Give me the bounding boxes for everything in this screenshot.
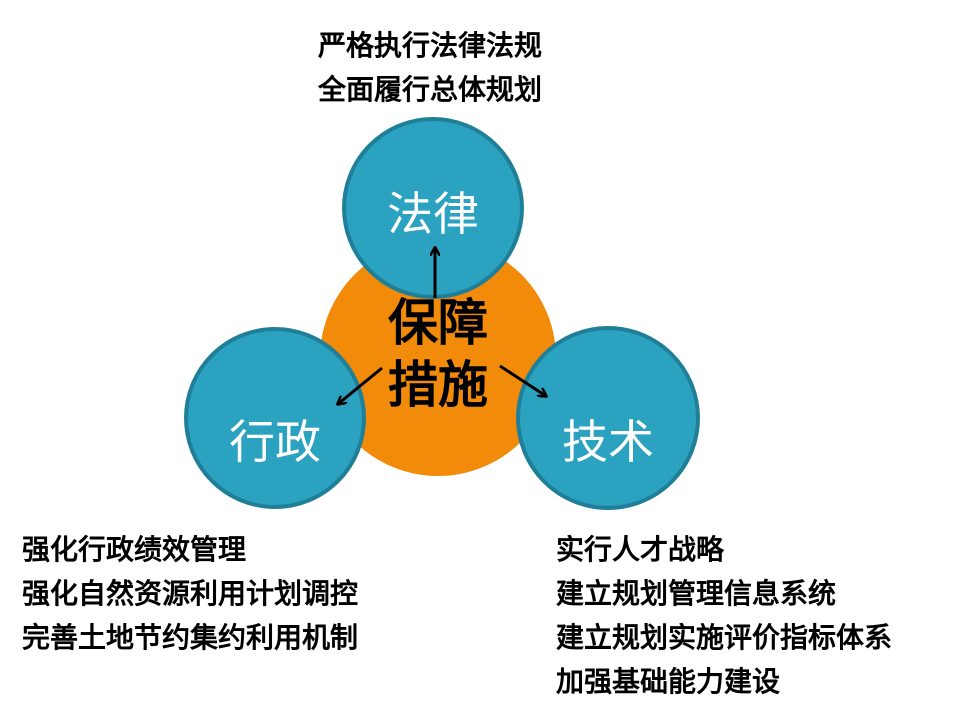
- law-label: 法律: [387, 187, 479, 241]
- law-circle: [342, 117, 524, 299]
- tech-note: 建立规划实施评价指标体系: [556, 621, 893, 654]
- admin-note: 强化自然资源利用计划调控: [22, 577, 359, 610]
- arrow-to-admin: [338, 366, 383, 404]
- admin-label: 行政: [229, 415, 321, 469]
- center-circle: [320, 240, 556, 476]
- tech-circle: [516, 326, 700, 510]
- tech-note: 加强基础能力建设: [556, 665, 781, 698]
- admin-circle: [184, 327, 366, 509]
- tech-label: 技术: [562, 415, 654, 469]
- tech-notes: 实行人才战略 建立规划管理信息系统 建立规划实施评价指标体系 加强基础能力建设: [556, 528, 892, 704]
- admin-notes: 强化行政绩效管理 强化自然资源利用计划调控 完善土地节约集约利用机制: [22, 528, 358, 660]
- center-line-2: 措施: [388, 356, 488, 414]
- law-notes: 严格执行法律法规 全面履行总体规划: [318, 24, 542, 112]
- tech-note: 建立规划管理信息系统: [556, 577, 837, 610]
- admin-note: 完善土地节约集约利用机制: [22, 621, 359, 654]
- admin-note: 强化行政绩效管理: [22, 533, 247, 566]
- arrow-to-tech: [499, 364, 546, 396]
- center-line-1: 保障: [388, 294, 488, 352]
- tech-note: 实行人才战略: [556, 533, 725, 566]
- law-note: 全面履行总体规划: [318, 73, 543, 106]
- law-note: 严格执行法律法规: [318, 29, 543, 62]
- center-label: 保障 措施: [338, 292, 538, 416]
